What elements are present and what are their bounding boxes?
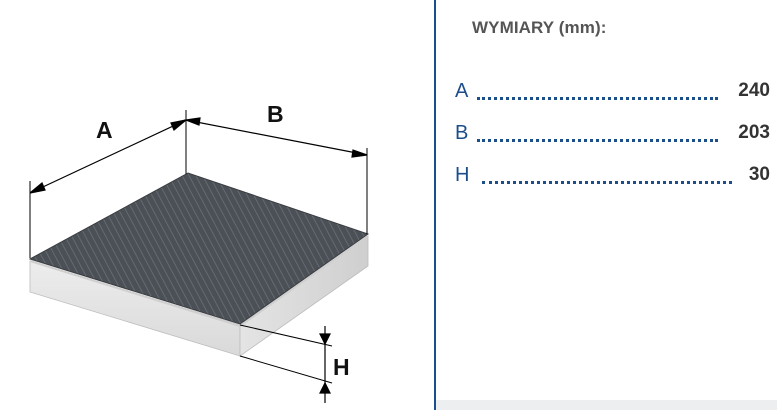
product-drawing: A B H [28, 101, 370, 403]
extension-lines [29, 110, 368, 384]
panel-divider [434, 0, 436, 410]
dimensions-title: WYMIARY (mm): [472, 18, 607, 37]
leader-dots [482, 169, 732, 184]
dimension-row-a: A 240 [455, 80, 770, 102]
dimension-h-label: H [333, 354, 350, 380]
dimension-a-label: A [96, 117, 113, 143]
dimensions-panel: WYMIARY (mm): A 240 B 203 H 30 [436, 0, 777, 410]
dimension-row-value: 240 [738, 80, 770, 101]
dimension-row-letter: A [455, 80, 469, 102]
dimension-row-value: 203 [738, 122, 770, 143]
dimension-h-line [319, 326, 331, 403]
dimension-row-b: B 203 [455, 122, 770, 144]
dimension-b-label: B [267, 101, 284, 127]
filter-illustration: A B H [28, 101, 370, 403]
dimension-row-h: H 30 [455, 164, 770, 186]
footer-strip [436, 400, 777, 410]
dimension-b-line [183, 117, 368, 158]
dimension-row-letter: H [455, 164, 470, 186]
dimension-row-letter: B [455, 122, 469, 144]
leader-dots [477, 85, 718, 100]
filter-pleated-media [28, 172, 370, 325]
leader-dots [477, 127, 718, 142]
dimension-row-value: 30 [748, 164, 770, 185]
dimension-a-line [29, 119, 187, 194]
